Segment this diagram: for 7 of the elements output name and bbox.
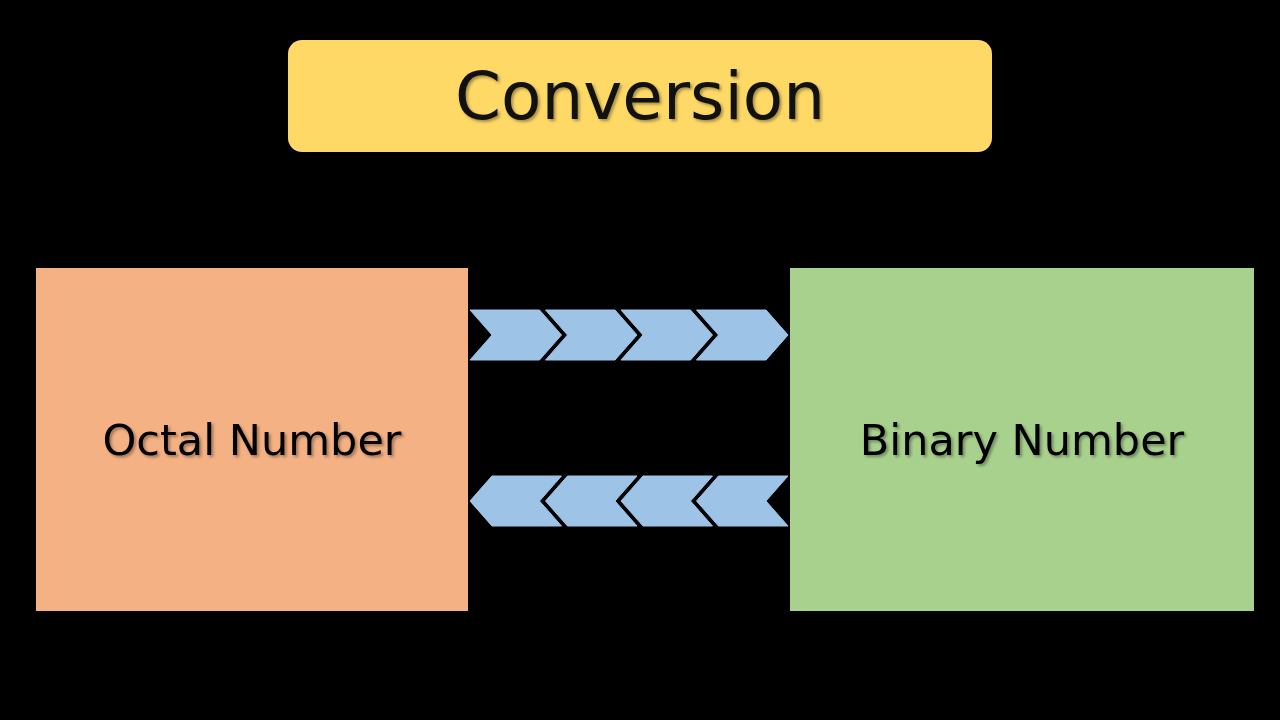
process-box	[790, 268, 1254, 611]
box-label: Octal Number	[102, 414, 402, 465]
title: Conversion	[455, 57, 825, 135]
chevron-arrow	[469, 309, 789, 361]
box-label: Binary Number	[859, 414, 1185, 465]
process-box	[36, 268, 468, 611]
chevron-arrow	[469, 475, 789, 527]
